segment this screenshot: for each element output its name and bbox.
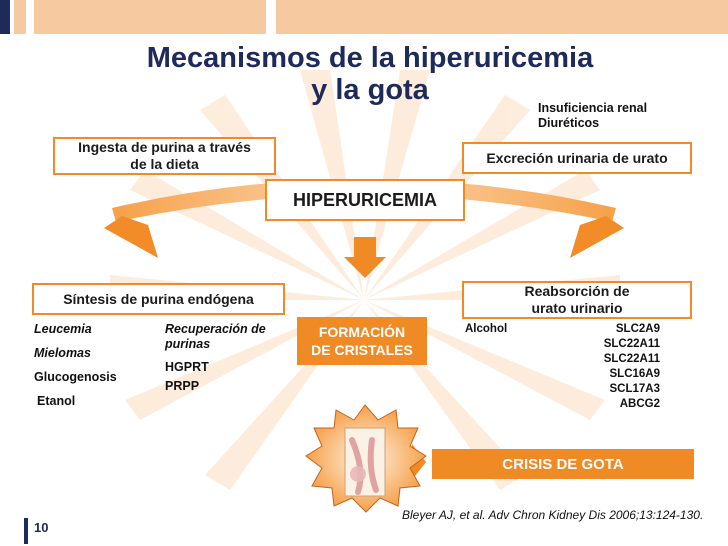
urinary-excretion-label: Excreción urinaria de urato bbox=[486, 149, 668, 166]
urate-reabsorption-line-2: urato urinario bbox=[531, 300, 623, 316]
top-accent-mark bbox=[0, 0, 10, 34]
dietary-purine-line-1: Ingesta de purina a través bbox=[78, 139, 251, 155]
title-line-2: y la gota bbox=[311, 74, 429, 106]
crystal-formation-line-2: DE CRISTALES bbox=[311, 342, 413, 358]
purine-salvage-heading-2: purinas bbox=[165, 337, 211, 351]
purine-salvage-list: Recuperación de purinas HGPRT PRPP bbox=[165, 322, 290, 394]
purine-salvage-item: PRPP bbox=[165, 379, 200, 393]
top-bar-segment bbox=[14, 0, 26, 34]
left-cause-list: Leucemia Mielomas Glucogenosis Etanol bbox=[34, 322, 154, 418]
left-cause-item: Leucemia bbox=[34, 322, 92, 336]
urinary-excretion-box: Excreción urinaria de urato bbox=[462, 142, 692, 174]
transporter-item: SLC2A9 bbox=[615, 323, 660, 335]
urate-reabsorption-box: Reabsorción de urato urinario bbox=[462, 281, 692, 319]
left-cause-item: Etanol bbox=[37, 394, 76, 408]
endogenous-synthesis-label: Síntesis de purina endógena bbox=[63, 290, 254, 307]
top-bar-segment bbox=[34, 0, 266, 34]
crystal-formation-box: FORMACIÓN DE CRISTALES bbox=[297, 317, 427, 365]
right-curve-arrowhead bbox=[570, 216, 624, 258]
gout-attack-label: CRISIS DE GOTA bbox=[502, 455, 624, 473]
purine-salvage-heading-1: Recuperación de bbox=[165, 322, 266, 336]
left-cause-item: Mielomas bbox=[34, 346, 91, 360]
page-title: Mecanismos de la hiperuricemia y la gota bbox=[60, 42, 680, 106]
transporter-item: SLC16A9 bbox=[609, 368, 661, 380]
purine-salvage-item: HGPRT bbox=[165, 360, 209, 374]
page-accent-bar bbox=[24, 518, 28, 544]
left-cause-item: Glucogenosis bbox=[34, 370, 117, 384]
transporter-item: SLC22A11 bbox=[603, 338, 660, 350]
dietary-purine-line-2: de la dieta bbox=[130, 156, 199, 172]
transporter-list: SLC2A9 SLC22A11 SLC22A11 SLC16A9 SCL17A3… bbox=[560, 322, 660, 412]
left-curve-arrowhead bbox=[104, 216, 158, 258]
gout-burst-icon bbox=[305, 404, 427, 513]
top-decorative-bar bbox=[0, 0, 728, 34]
transporter-item: SLC22A11 bbox=[603, 353, 660, 365]
transporter-item: ABCG2 bbox=[619, 398, 660, 410]
top-bar-segment bbox=[276, 0, 728, 34]
down-arrow-icon bbox=[344, 237, 386, 278]
endogenous-synthesis-box: Síntesis de purina endógena bbox=[32, 283, 285, 315]
renal-note-line-2: Diuréticos bbox=[538, 116, 600, 130]
title-line-1: Mecanismos de la hiperuricemia bbox=[146, 42, 594, 74]
transporter-item: SCL17A3 bbox=[609, 383, 661, 395]
dietary-purine-box: Ingesta de purina a través de la dieta bbox=[53, 137, 276, 175]
hyperuricemia-box: HIPERURICEMIA bbox=[265, 179, 465, 221]
circular-arrow-band bbox=[104, 179, 624, 258]
renal-note-line-1: Insuficiencia renal bbox=[538, 101, 648, 115]
alcohol-label: Alcohol bbox=[465, 323, 508, 335]
renal-note: Insuficiencia renal Diuréticos bbox=[538, 101, 647, 131]
urate-reabsorption-line-1: Reabsorción de bbox=[524, 283, 630, 299]
reference-citation: Bleyer AJ, et al. Adv Chron Kidney Dis 2… bbox=[402, 508, 704, 522]
crystal-formation-line-1: FORMACIÓN bbox=[318, 324, 406, 340]
hyperuricemia-label: HIPERURICEMIA bbox=[292, 189, 437, 210]
gout-attack-box: CRISIS DE GOTA bbox=[432, 449, 694, 479]
page-number: 10 bbox=[34, 520, 49, 535]
